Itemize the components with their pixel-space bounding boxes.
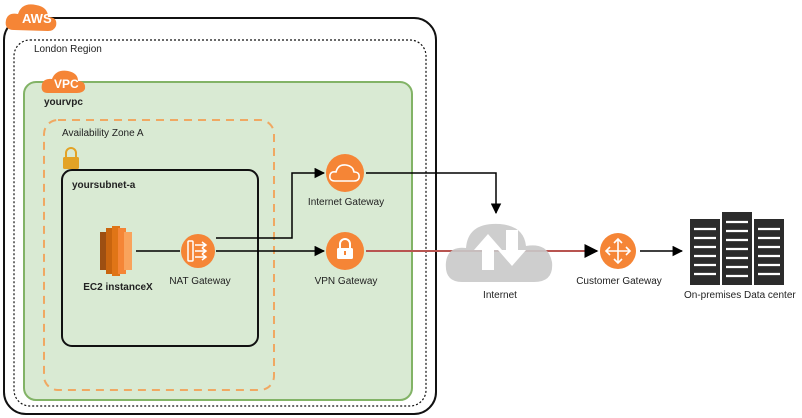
data-center-label: On-premises Data center (684, 290, 796, 301)
availability-zone-boundary (43, 119, 275, 391)
subnet-boundary (61, 169, 259, 347)
internet-cloud-icon (445, 223, 553, 282)
data-center-icon (690, 212, 784, 285)
internet-label: Internet (483, 290, 517, 301)
nat-gateway-label: NAT Gateway (169, 276, 231, 287)
internet-gateway-label: Internet Gateway (307, 197, 385, 208)
vpn-gateway-label: VPN Gateway (314, 276, 378, 287)
subnet-label: yoursubnet-a (72, 180, 136, 191)
ec2-icon (100, 226, 132, 276)
vpn-gateway-icon (326, 232, 364, 270)
region-boundary (13, 39, 427, 407)
vpc-label: yourvpc (44, 97, 83, 108)
edge-nat-igw (216, 167, 326, 239)
aws-badge-label: AWS (22, 11, 52, 26)
ec2-label: EC2 instanceX (83, 282, 153, 293)
customer-gateway-icon (600, 233, 636, 269)
vpc-cloud-icon (41, 70, 86, 93)
vpc-boundary (23, 81, 413, 401)
vpc-badge-label: VPC (54, 77, 79, 91)
aws-cloud-icon (5, 4, 57, 31)
region-label: London Region (34, 44, 102, 55)
nat-gateway-icon (181, 234, 215, 268)
edge-igw-internet (366, 172, 502, 215)
lock-icon (63, 147, 79, 169)
internet-gateway-icon (326, 154, 364, 192)
availability-zone-label: Availability Zone A (62, 128, 144, 139)
customer-gateway-label: Customer Gateway (576, 276, 662, 287)
